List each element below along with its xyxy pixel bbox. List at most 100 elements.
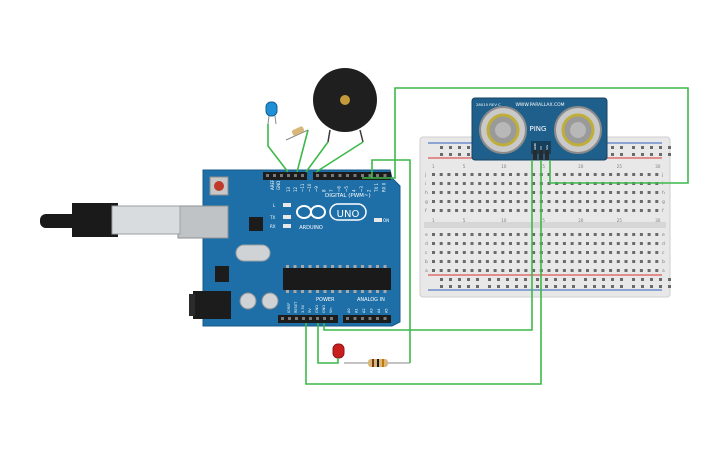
rail-hole[interactable] [593,278,596,281]
pin-hole[interactable] [368,317,372,320]
rail-hole[interactable] [449,278,452,281]
breadboard-hole[interactable] [655,260,659,263]
breadboard-hole[interactable] [632,251,636,254]
breadboard-hole[interactable] [593,269,597,272]
pin-hole[interactable] [301,174,304,177]
breadboard-hole[interactable] [532,182,536,185]
breadboard-hole[interactable] [485,233,489,236]
rail-hole[interactable] [440,153,443,156]
breadboard-hole[interactable] [593,260,597,263]
breadboard-hole[interactable] [647,173,651,176]
breadboard-hole[interactable] [493,182,497,185]
rail-hole[interactable] [659,153,662,156]
breadboard-hole[interactable] [578,260,582,263]
breadboard-hole[interactable] [547,209,551,212]
breadboard-hole[interactable] [624,251,628,254]
breadboard-hole[interactable] [532,173,536,176]
breadboard-hole[interactable] [609,173,613,176]
breadboard-hole[interactable] [632,191,636,194]
breadboard-hole[interactable] [432,182,435,185]
breadboard-hole[interactable] [462,260,466,263]
pin-hole[interactable] [330,317,333,320]
breadboard-hole[interactable] [586,242,589,245]
breadboard-hole[interactable] [655,191,659,194]
breadboard-hole[interactable] [462,242,466,245]
breadboard-hole[interactable] [555,269,559,272]
breadboard-hole[interactable] [624,209,628,212]
rail-hole[interactable] [458,153,461,156]
rail-hole[interactable] [458,285,461,288]
breadboard-hole[interactable] [462,182,466,185]
breadboard-hole[interactable] [632,269,636,272]
rail-hole[interactable] [620,153,623,156]
breadboard-hole[interactable] [578,242,582,245]
breadboard-hole[interactable] [570,242,574,245]
breadboard-hole[interactable] [439,260,443,263]
breadboard-hole[interactable] [516,200,520,203]
breadboard-hole[interactable] [509,182,512,185]
breadboard-hole[interactable] [593,233,597,236]
breadboard-hole[interactable] [432,260,435,263]
rail-hole[interactable] [611,285,614,288]
rail-hole[interactable] [524,285,527,288]
breadboard-hole[interactable] [639,191,643,194]
breadboard-hole[interactable] [432,233,435,236]
breadboard-hole[interactable] [639,233,643,236]
rail-hole[interactable] [620,146,623,149]
breadboard-hole[interactable] [493,173,497,176]
rail-hole[interactable] [563,285,566,288]
breadboard-hole[interactable] [593,173,597,176]
rail-hole[interactable] [554,285,557,288]
breadboard-hole[interactable] [578,200,582,203]
pin-hole[interactable] [288,317,291,320]
rail-hole[interactable] [620,278,623,281]
breadboard-hole[interactable] [624,233,628,236]
breadboard-hole[interactable] [462,251,466,254]
breadboard-hole[interactable] [432,269,435,272]
breadboard-hole[interactable] [509,173,512,176]
breadboard-hole[interactable] [601,242,605,245]
breadboard-hole[interactable] [462,209,466,212]
rail-hole[interactable] [476,278,479,281]
breadboard-hole[interactable] [647,209,651,212]
breadboard-hole[interactable] [455,209,459,212]
breadboard-hole[interactable] [578,191,582,194]
rail-hole[interactable] [440,285,443,288]
breadboard-hole[interactable] [655,251,659,254]
breadboard-hole[interactable] [447,260,451,263]
breadboard-hole[interactable] [478,233,482,236]
pin-hole[interactable] [281,317,284,320]
breadboard-hole[interactable] [501,251,505,254]
breadboard-hole[interactable] [485,173,489,176]
breadboard-hole[interactable] [562,269,566,272]
breadboard-hole[interactable] [609,251,613,254]
breadboard-hole[interactable] [578,209,582,212]
breadboard-hole[interactable] [570,200,574,203]
breadboard-hole[interactable] [439,200,443,203]
breadboard-hole[interactable] [555,260,559,263]
rail-hole[interactable] [611,278,614,281]
pin-hole[interactable] [368,174,372,177]
rail-hole[interactable] [467,146,470,149]
breadboard-hole[interactable] [509,260,512,263]
breadboard-hole[interactable] [639,173,643,176]
rail-hole[interactable] [449,146,452,149]
breadboard-hole[interactable] [462,191,466,194]
pin-hole[interactable] [287,174,290,177]
breadboard-hole[interactable] [493,233,497,236]
breadboard-hole[interactable] [432,242,435,245]
breadboard-hole[interactable] [470,182,474,185]
breadboard-hole[interactable] [632,260,636,263]
breadboard-hole[interactable] [601,209,605,212]
breadboard-hole[interactable] [609,200,613,203]
breadboard-hole[interactable] [493,251,497,254]
breadboard-hole[interactable] [609,209,613,212]
breadboard-hole[interactable] [478,191,482,194]
rail-hole[interactable] [650,285,653,288]
breadboard-hole[interactable] [593,200,597,203]
breadboard-hole[interactable] [524,173,528,176]
breadboard-hole[interactable] [562,251,566,254]
wire-sensor-gnd[interactable] [323,160,533,331]
breadboard-hole[interactable] [632,242,636,245]
buzzer-icon[interactable] [313,68,377,143]
